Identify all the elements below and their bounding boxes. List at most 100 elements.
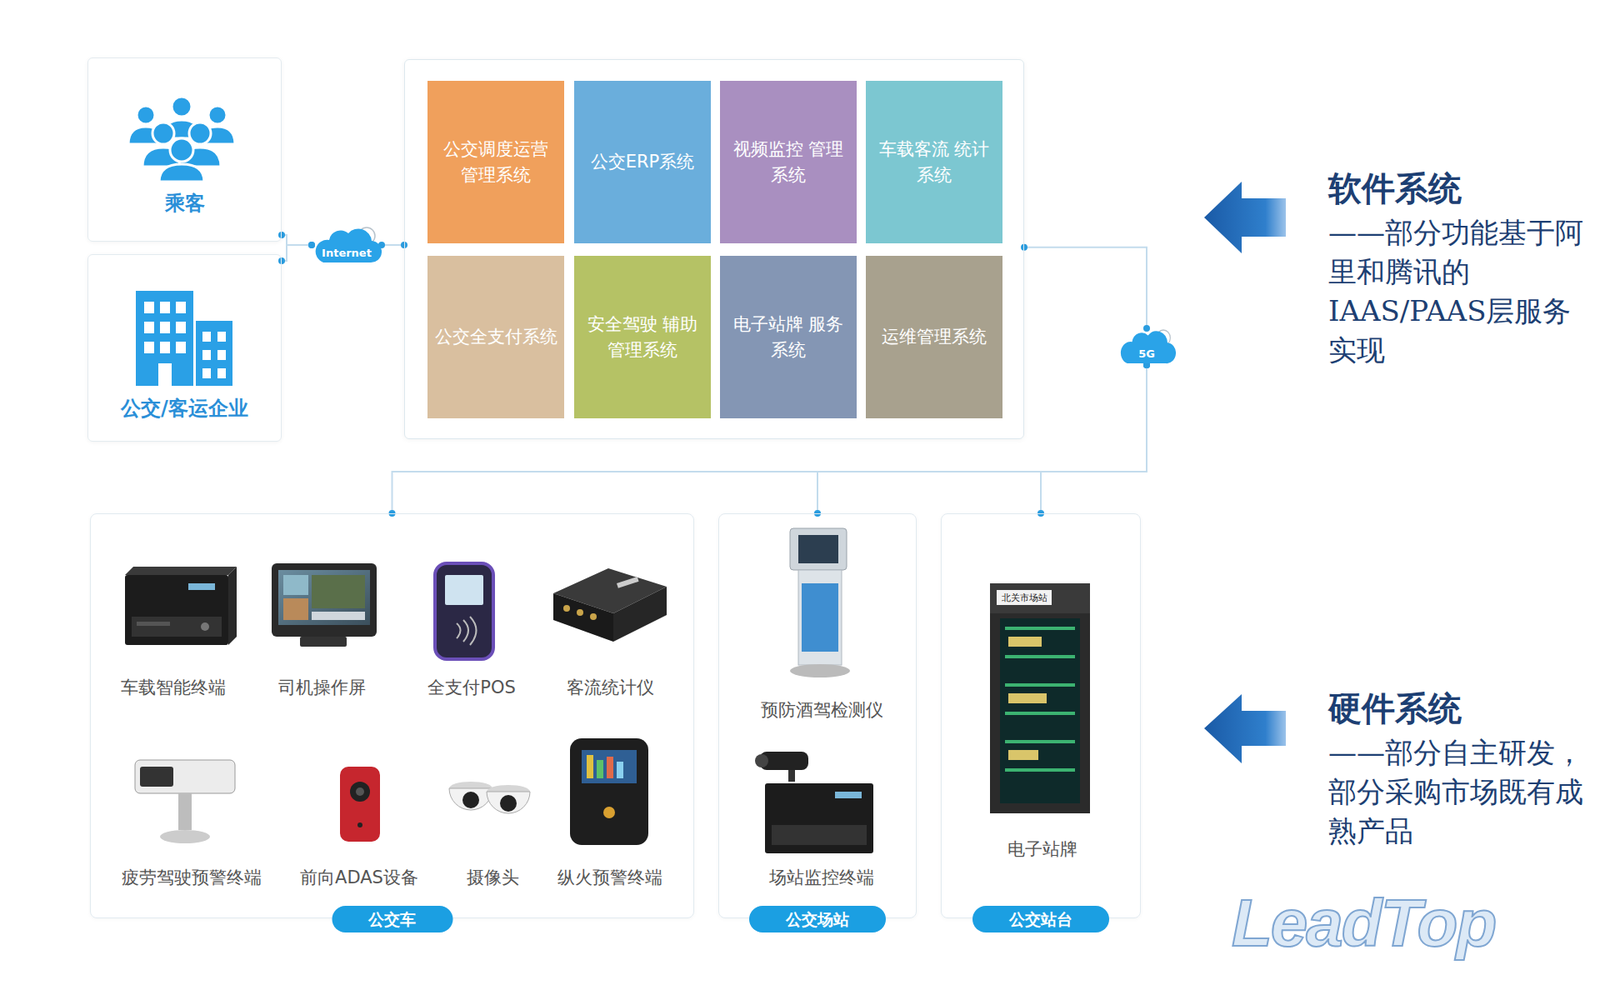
dome-camera-part <box>449 788 493 810</box>
fatigue-camera-part <box>160 830 210 844</box>
junction-dot <box>308 241 315 249</box>
dome-camera <box>449 781 530 814</box>
dome-camera-part <box>462 791 480 809</box>
vehicle-terminal-part <box>131 616 222 637</box>
people-icon-part <box>136 105 155 125</box>
driver-screen-part <box>271 563 377 637</box>
system-tile: 车载客流 统计系统 <box>865 80 1003 244</box>
adas-device-part <box>350 781 370 802</box>
driver-screen <box>271 563 377 647</box>
hardware-group-text: 公交站台 <box>972 905 1110 933</box>
building-icon-part-part <box>160 341 170 354</box>
building-icon-part-part <box>160 321 170 334</box>
device-label: 电子站牌 <box>1007 837 1078 861</box>
block-arrow-part <box>1204 181 1286 254</box>
fatigue-camera-part <box>178 793 192 830</box>
breath-tester-kiosk-part <box>801 583 839 652</box>
bus-stop-sign-part <box>990 583 1090 814</box>
device-label: 摄像头 <box>466 865 520 890</box>
system-tile-text: 公交全支付系统 <box>435 324 558 350</box>
building-icon-part-part <box>217 368 226 379</box>
cloud-shape <box>315 229 382 264</box>
building-icon <box>135 290 233 386</box>
vehicle-terminal <box>125 566 237 645</box>
bus-stop-sign-part-part <box>1008 636 1042 647</box>
vehicle-terminal-part <box>228 566 237 645</box>
vehicle-terminal-part <box>200 622 210 631</box>
people-icon-part <box>170 138 194 162</box>
passenger-counter-part <box>616 576 640 589</box>
section-heading: 硬件系统 <box>1328 688 1462 729</box>
fire-alarm-terminal-part <box>606 756 614 779</box>
system-tile: 公交调度运营 管理系统 <box>427 80 565 244</box>
internet-cloud-text: Internet <box>321 247 372 259</box>
system-tile-text: 安全驾驶 辅助管理系统 <box>580 311 705 363</box>
breath-tester-kiosk <box>790 528 850 678</box>
building-icon-part-part <box>202 331 211 342</box>
bus-stop-sign-part-part <box>1005 655 1075 659</box>
passenger-counter <box>553 568 667 642</box>
system-tile: 电子站牌 服务系统 <box>720 255 857 419</box>
device-label: 客流统计仪 <box>566 675 655 700</box>
people-icon-part <box>208 105 227 125</box>
bus-stop-sign-part-part <box>1005 683 1075 687</box>
bus-stop-sign-part-part <box>1005 626 1075 630</box>
people-icon-part <box>159 164 205 182</box>
block-arrow <box>1204 181 1286 764</box>
device-label: 前向ADAS设备 <box>300 865 419 890</box>
junction-dot <box>308 241 315 249</box>
building-icon-part-part <box>175 301 186 314</box>
bus-stop-sign-part <box>1005 626 1075 772</box>
system-tile: 视频监控 管理系统 <box>720 80 857 244</box>
station-monitor-part <box>835 791 862 799</box>
junction-dot <box>1143 325 1150 332</box>
building-icon-part-part <box>217 331 226 342</box>
cloud-shape <box>1120 330 1176 364</box>
driver-screen-part <box>283 575 309 595</box>
section-heading: 软件系统 <box>1328 168 1462 209</box>
station-monitor-part <box>788 770 795 782</box>
breath-tester-kiosk-part <box>790 528 847 570</box>
hardware-group: 公交车 <box>90 513 695 919</box>
station-monitor-part <box>765 783 874 854</box>
building-icon-part-part <box>160 301 170 314</box>
vehicle-terminal-part <box>136 621 170 626</box>
building-icon-part <box>135 290 194 386</box>
adas-device <box>340 766 380 842</box>
driver-screen-part <box>311 611 365 620</box>
system-tile: 安全驾驶 辅助管理系统 <box>574 255 711 419</box>
connector <box>1040 365 1147 514</box>
building-icon-part-part <box>158 363 172 386</box>
fire-alarm-terminal-part <box>596 760 604 779</box>
watermark: LeadTop <box>1231 885 1495 962</box>
system-tile-text: 电子站牌 服务系统 <box>726 311 850 363</box>
system-tile: 运维管理系统 <box>865 255 1003 419</box>
building-icon-part-part <box>202 368 211 379</box>
payment-pos-part <box>435 563 494 660</box>
cloud-shape <box>311 225 382 265</box>
block-arrow-part <box>1204 694 1286 764</box>
device-label: 场站监控终端 <box>769 865 875 890</box>
fire-alarm-terminal-part <box>616 761 624 779</box>
system-tile-text: 公交ERP系统 <box>590 149 695 175</box>
dome-camera-part <box>500 795 517 812</box>
breath-tester-kiosk-part <box>790 664 850 678</box>
bus-stop-sign-part <box>990 583 1090 614</box>
building-icon-part <box>144 301 226 386</box>
software-panel: 公交调度运营 管理系统公交ERP系统视频监控 管理系统车载客流 统计系统公交全支… <box>404 59 1025 440</box>
system-tile: 公交全支付系统 <box>427 255 565 419</box>
connector <box>281 245 312 261</box>
section-note: ——部分功能基于阿里和腾讯的IAAS/PAAS层服务实现 <box>1328 213 1587 370</box>
system-tile: 公交ERP系统 <box>574 80 711 244</box>
driver-screen-part <box>311 575 365 609</box>
bus-stop-sign-part-part <box>1005 740 1075 744</box>
driver-screen-part <box>278 570 370 625</box>
people-icon-part <box>189 122 211 145</box>
cloud-shape <box>1117 328 1176 365</box>
fire-alarm-terminal-part <box>586 755 594 779</box>
internet-cloud: Internet <box>311 225 382 265</box>
passenger-counter-part <box>613 586 667 642</box>
payment-pos <box>435 563 494 660</box>
